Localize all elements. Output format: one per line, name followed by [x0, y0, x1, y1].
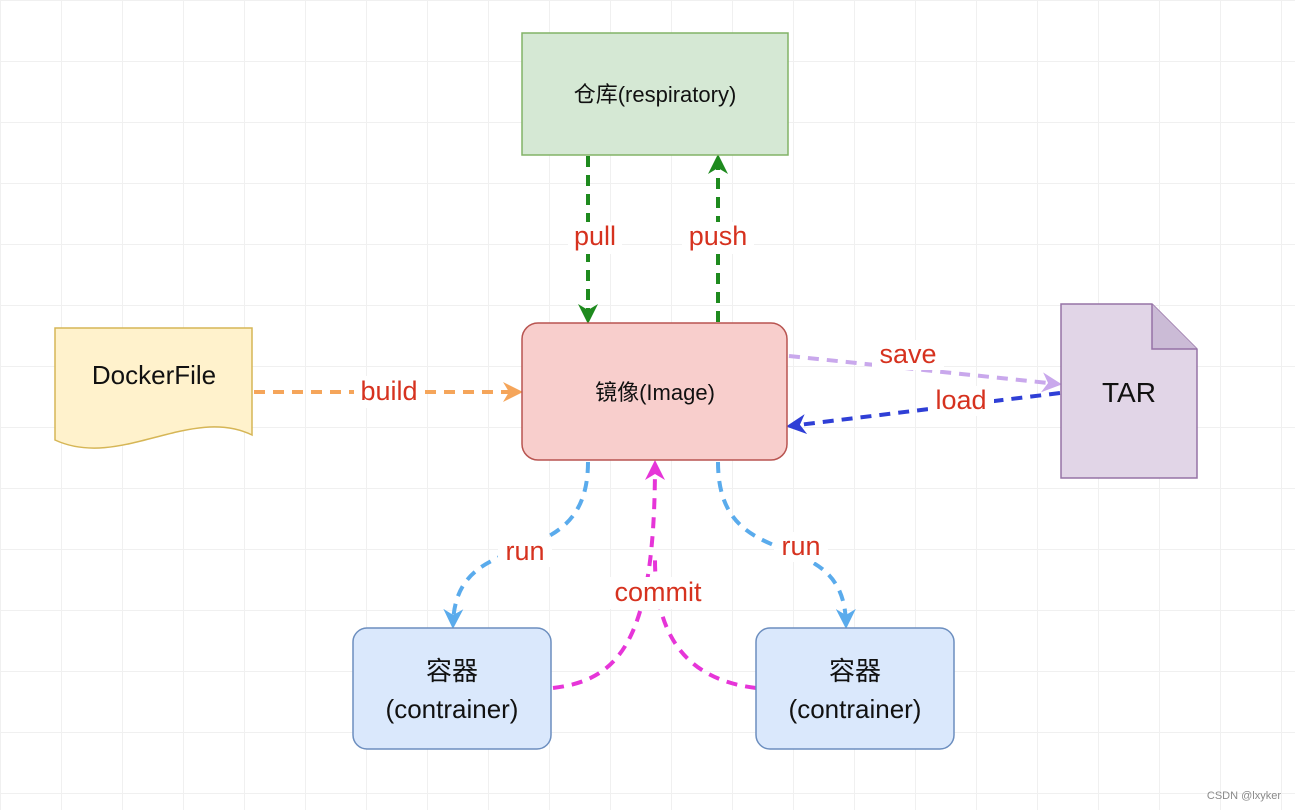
run-right-label-bg	[774, 532, 828, 562]
commit-edge-left	[552, 460, 665, 690]
container-right-line1: 容器	[829, 656, 881, 686]
tar-label: TAR	[1102, 377, 1156, 408]
build-label-bg	[354, 376, 424, 408]
watermark: CSDN @lxyker	[1206, 790, 1281, 802]
commit-label: commit	[615, 577, 702, 607]
repository-label: 仓库(respiratory)	[574, 82, 737, 107]
build-label: build	[360, 376, 417, 406]
load-label-bg	[928, 386, 994, 416]
pull-label-bg	[568, 222, 622, 254]
load-edge	[786, 391, 1061, 434]
image-label: 镜像(Image)	[595, 380, 715, 405]
container-right-node[interactable]: 容器 (contrainer)	[755, 627, 955, 750]
container-right-line2: (contrainer)	[789, 694, 922, 724]
tar-node[interactable]: TAR	[1060, 303, 1198, 479]
run-left-label-bg	[498, 537, 552, 567]
repository-node[interactable]: 仓库(respiratory)	[521, 32, 789, 156]
dockerfile-label: DockerFile	[92, 360, 216, 390]
save-label-bg	[872, 340, 944, 370]
dockerfile-node[interactable]: DockerFile	[54, 327, 253, 449]
container-left-line1: 容器	[426, 656, 478, 686]
tar-fold-corner	[1151, 304, 1197, 350]
push-label: push	[689, 221, 748, 251]
run-right-label: run	[781, 531, 820, 561]
container-left-line2: (contrainer)	[386, 694, 519, 724]
load-label: load	[935, 385, 986, 415]
pull-label: pull	[574, 221, 616, 251]
container-left-node[interactable]: 容器 (contrainer)	[352, 627, 552, 750]
push-label-bg	[682, 222, 754, 254]
run-left-label: run	[505, 536, 544, 566]
image-node[interactable]: 镜像(Image)	[521, 322, 788, 461]
save-label: save	[879, 339, 936, 369]
commit-label-bg	[606, 577, 710, 609]
